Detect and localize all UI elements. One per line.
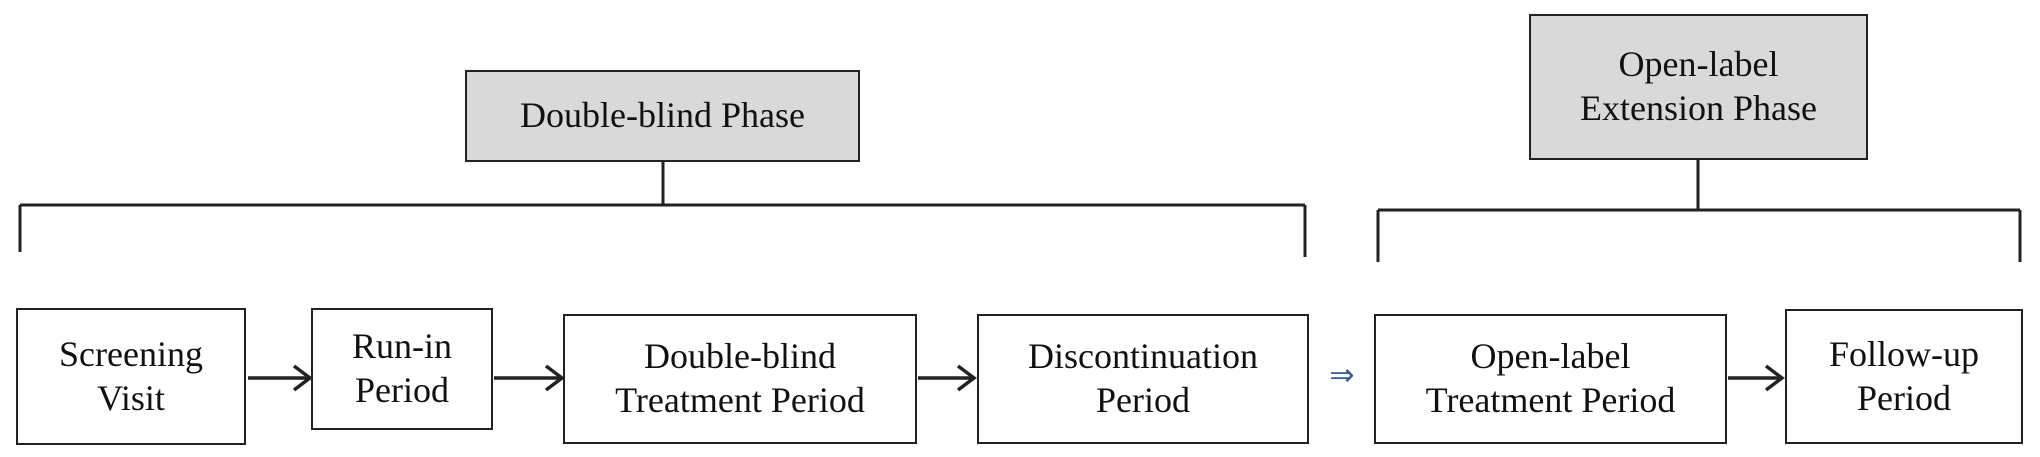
step-label-line1: Open-label (1470, 336, 1631, 377)
arrow-openlabel-to-followup (1728, 364, 1785, 392)
open-label-phase-line2: Extension Phase (1580, 88, 1817, 128)
step-label-line1: Follow-up (1828, 333, 1979, 374)
open-label-phase-header: Open-label Extension Phase (1529, 14, 1868, 160)
follow-up-period-box: Follow-up Period (1785, 309, 2023, 444)
open-label-bracket (1376, 158, 2022, 262)
step-label-line2: Visit (97, 377, 165, 418)
double-blind-treatment-period-box: Double-blind Treatment Period (563, 314, 917, 444)
step-label-line2: Treatment Period (615, 380, 865, 420)
step-label-line1: Discontinuation (1028, 336, 1258, 377)
open-label-treatment-period-box: Open-label Treatment Period (1374, 314, 1727, 444)
step-label-line1: Screening (59, 333, 203, 374)
step-label-line2: Treatment Period (1425, 380, 1676, 420)
arrow-treatment-to-discontinuation (918, 364, 977, 392)
open-label-phase-line1: Open-label (1618, 44, 1779, 85)
arrow-runin-to-treatment (494, 364, 565, 392)
discontinuation-period-box: Discontinuation Period (977, 314, 1309, 444)
arrow-screening-to-runin (248, 364, 313, 392)
step-label-line1: Run-in (351, 326, 452, 367)
run-in-period-box: Run-in Period (311, 308, 493, 430)
double-blind-phase-label: Double-blind Phase (520, 95, 805, 136)
step-label-line1: Double-blind (644, 336, 836, 377)
step-label-line2: Period (1095, 380, 1190, 420)
step-label-line2: Period (1856, 377, 1951, 418)
double-blind-phase-header: Double-blind Phase (465, 70, 860, 162)
transition-arrow: ⇒ (1329, 358, 1355, 393)
double-blind-bracket (18, 160, 1307, 257)
step-label-line2: Period (354, 370, 449, 410)
screening-visit-box: Screening Visit (16, 308, 246, 445)
